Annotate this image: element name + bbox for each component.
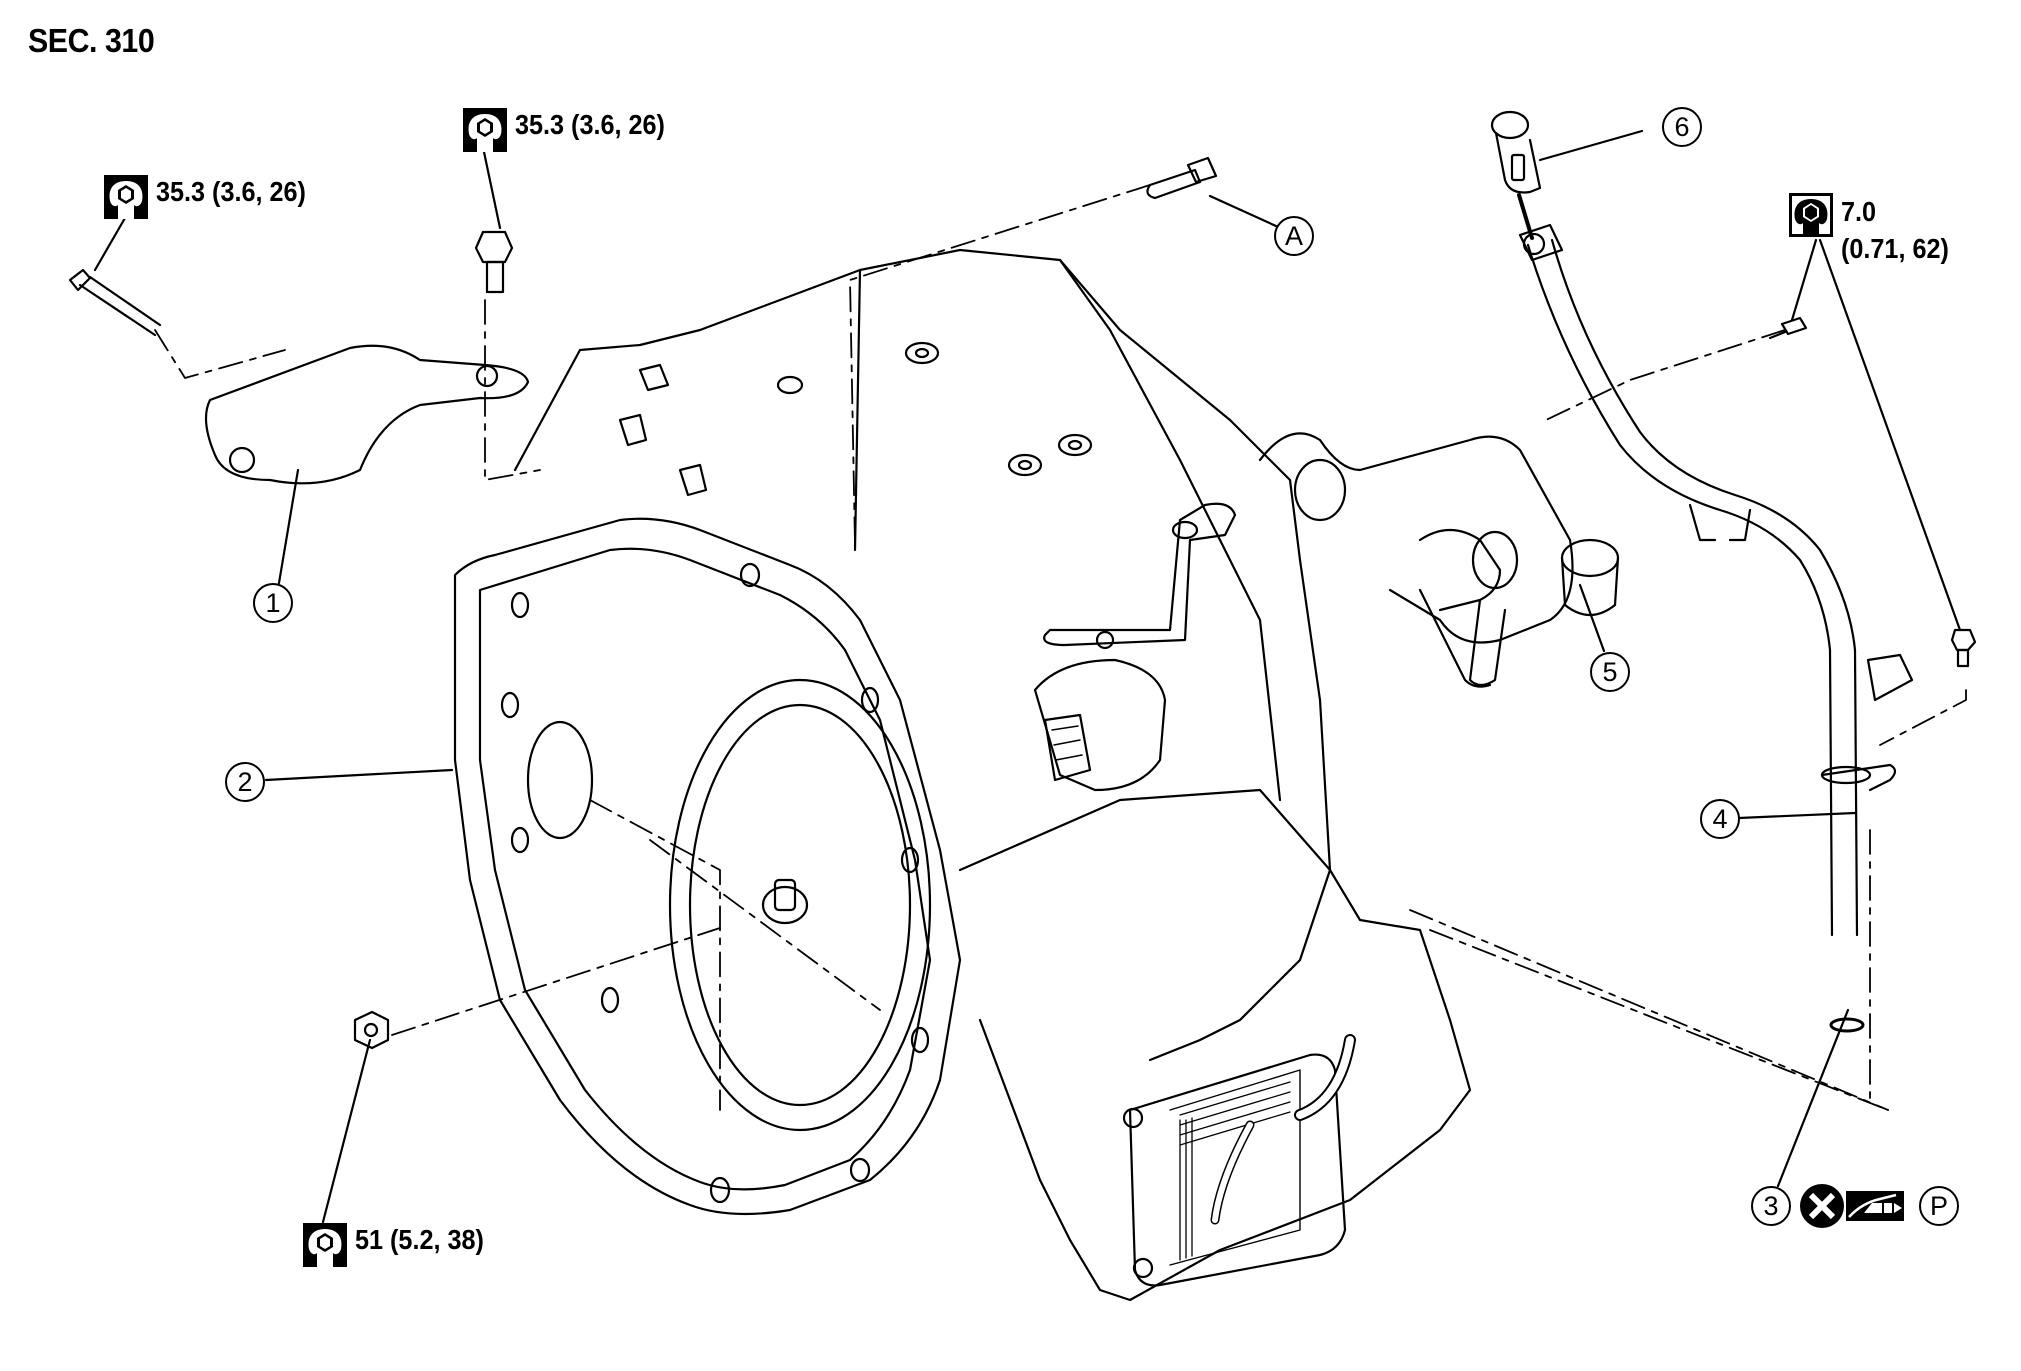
tightening-torque-icon xyxy=(104,175,148,219)
torque-spec-upper-bolt: 35.3 (3.6, 26) xyxy=(463,108,682,152)
tightening-torque-icon xyxy=(463,108,507,152)
torque-value-line2: (0.71, 62) xyxy=(1841,233,1949,264)
p-mark-icon: P xyxy=(1919,1186,1959,1226)
torque-spec-bracket-bolt: 35.3 (3.6, 26) xyxy=(104,175,323,219)
bolt-a xyxy=(1146,156,1218,200)
section-title: SEC. 310 xyxy=(28,22,155,59)
callout-4: 4 xyxy=(1700,799,1740,839)
assembly-lines xyxy=(154,184,1967,1111)
callout-1: 1 xyxy=(253,583,293,623)
callout-6: 6 xyxy=(1662,107,1702,147)
tightening-torque-special-icon xyxy=(1789,193,1833,237)
torque-value: 35.3 (3.6, 26) xyxy=(156,176,306,207)
callout-2: 2 xyxy=(225,762,265,802)
callout-5: 5 xyxy=(1590,652,1630,692)
callout-a: A xyxy=(1274,216,1314,256)
water-connector xyxy=(1468,538,1620,687)
torque-value: 51 (5.2, 38) xyxy=(355,1224,484,1255)
charging-pipe xyxy=(1518,223,1914,1033)
torque-value: 35.3 (3.6, 26) xyxy=(515,109,665,140)
apply-fluid-icon xyxy=(1846,1191,1904,1221)
callout-3: 3 xyxy=(1751,1186,1791,1226)
level-gauge xyxy=(1490,110,1546,256)
tightening-torque-icon xyxy=(303,1223,347,1267)
do-not-reuse-icon xyxy=(1800,1184,1844,1228)
transaxle-body xyxy=(453,248,1574,1302)
small-bolts xyxy=(353,316,1977,1050)
torque-spec-dipstick-bolt: 7.0 (0.71, 62) xyxy=(1789,193,1961,267)
torque-spec-nut: 51 (5.2, 38) xyxy=(303,1223,498,1267)
case-bosses xyxy=(618,341,1199,540)
torque-value: 7.0 (0.71, 62) xyxy=(1841,193,1949,267)
bracket-part xyxy=(68,268,530,485)
torque-value-line1: 7.0 xyxy=(1841,196,1877,227)
leader-lines xyxy=(93,129,1962,1224)
upper-bolt xyxy=(474,230,514,294)
oil-cooler xyxy=(1122,1034,1356,1287)
flange-bolt-holes xyxy=(500,562,930,1204)
